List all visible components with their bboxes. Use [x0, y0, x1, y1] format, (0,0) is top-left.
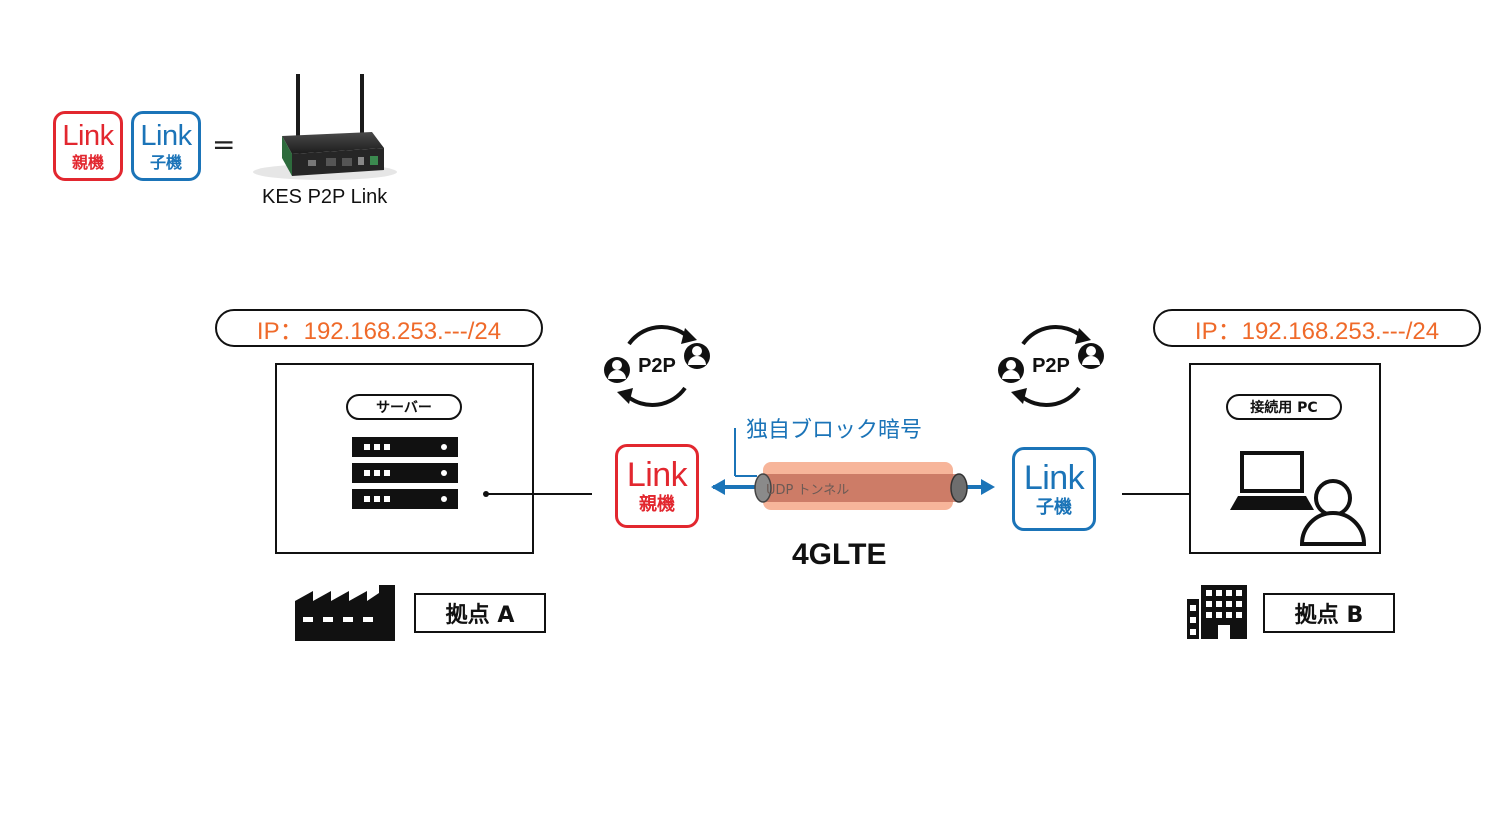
factory-icon	[295, 585, 395, 641]
legend-child-badge: Link 子機	[131, 111, 201, 181]
site-b-ip-pill: IP：192.168.253.---/24	[1153, 309, 1481, 347]
device-name-label: KES P2P Link	[262, 186, 388, 208]
site-a-label: 拠点 A	[414, 593, 546, 633]
legend-parent-badge: Link 親機	[53, 111, 123, 181]
site-b-label: 拠点 B	[1263, 593, 1395, 633]
legend-child-link-text: Link	[140, 119, 192, 152]
router-device-icon	[253, 74, 397, 180]
network-4glte-label: 4GLTE	[792, 538, 887, 571]
laptop-user-icon	[1230, 451, 1367, 546]
legend-parent-role-text: 親機	[71, 152, 104, 172]
site-a-ip-pill: IP：192.168.253.---/24	[215, 309, 543, 347]
legend-equals: =	[212, 128, 236, 161]
parent-link-badge: Link 親機	[615, 444, 699, 528]
parent-link-text: Link	[626, 456, 688, 494]
p2p-sync-icon-left: P2P	[604, 325, 710, 407]
child-link-badge: Link 子機	[1012, 447, 1096, 531]
pc-pill: 接続用 PC	[1226, 394, 1342, 420]
p2p-sync-icon-right: P2P	[998, 325, 1104, 407]
site-b-connector-line	[1122, 493, 1226, 495]
parent-role-text: 親機	[639, 494, 675, 515]
udp-tunnel-graphic	[711, 428, 995, 510]
child-link-text: Link	[1023, 459, 1085, 497]
server-pill: サーバー	[346, 394, 462, 420]
office-building-icon	[1187, 585, 1247, 639]
udp-tunnel-label: UDP トンネル	[766, 483, 850, 498]
child-role-text: 子機	[1036, 497, 1072, 518]
legend-child-role-text: 子機	[149, 152, 182, 172]
site-a-connector-line	[486, 493, 592, 495]
encryption-label: 独自ブロック暗号	[746, 418, 923, 443]
legend-parent-link-text: Link	[62, 119, 114, 152]
server-rack-icon	[352, 437, 458, 509]
p2p-text-left: P2P	[638, 355, 676, 377]
p2p-text-right: P2P	[1032, 355, 1070, 377]
